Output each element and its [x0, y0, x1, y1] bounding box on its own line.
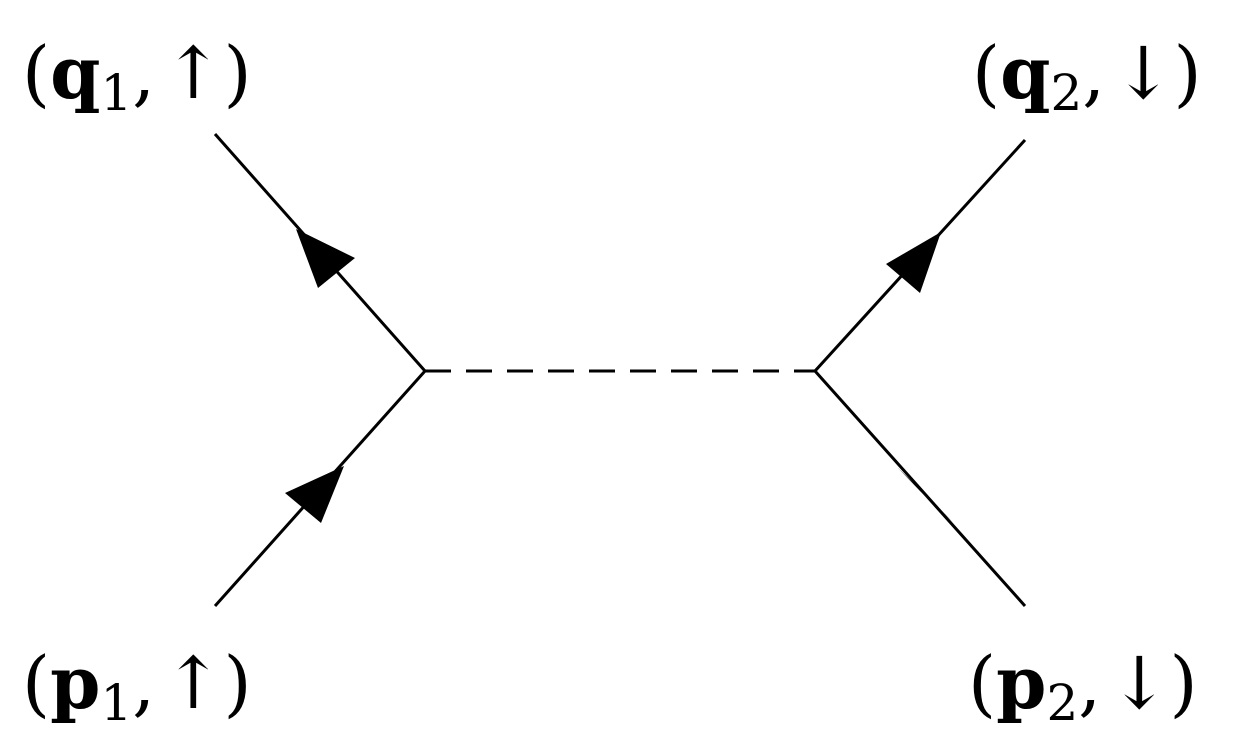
momentum-index: 2: [1050, 64, 1082, 122]
label-top-left: (q1,↑): [22, 30, 252, 122]
spin-down-icon: ↓: [1109, 641, 1169, 725]
arrow-bottom-left-icon: [285, 466, 344, 523]
label-bottom-right: (p2,↓): [968, 640, 1198, 732]
paren-close: ): [223, 641, 251, 725]
label-top-right: (q2,↓): [972, 30, 1202, 122]
paren-close: ): [1173, 31, 1201, 115]
arrow-bottom-right-icon: [897, 467, 953, 522]
separator: ,: [1082, 31, 1105, 115]
spin-up-icon: ↑: [163, 641, 223, 725]
momentum-symbol: p: [50, 640, 100, 725]
arrow-top-left-icon: [296, 229, 355, 288]
separator: ,: [132, 31, 155, 115]
paren-open: (: [22, 31, 50, 115]
separator: ,: [132, 641, 155, 725]
spin-down-icon: ↓: [1113, 31, 1173, 115]
spin-up-icon: ↑: [163, 31, 223, 115]
paren-open: (: [972, 31, 1000, 115]
paren-open: (: [22, 641, 50, 725]
momentum-symbol: q: [50, 30, 100, 115]
momentum-symbol: q: [1000, 30, 1050, 115]
arrow-top-right-icon: [886, 232, 941, 293]
fermion-line-bottom-right: [813, 370, 1027, 607]
paren-close: ): [1169, 641, 1197, 725]
paren-close: ): [223, 31, 251, 115]
momentum-index: 1: [100, 64, 132, 122]
momentum-index: 1: [100, 674, 132, 732]
separator: ,: [1078, 641, 1101, 725]
momentum-index: 2: [1046, 674, 1078, 732]
label-bottom-left: (p1,↑): [22, 640, 252, 732]
paren-open: (: [968, 641, 996, 725]
momentum-symbol: p: [996, 640, 1046, 725]
